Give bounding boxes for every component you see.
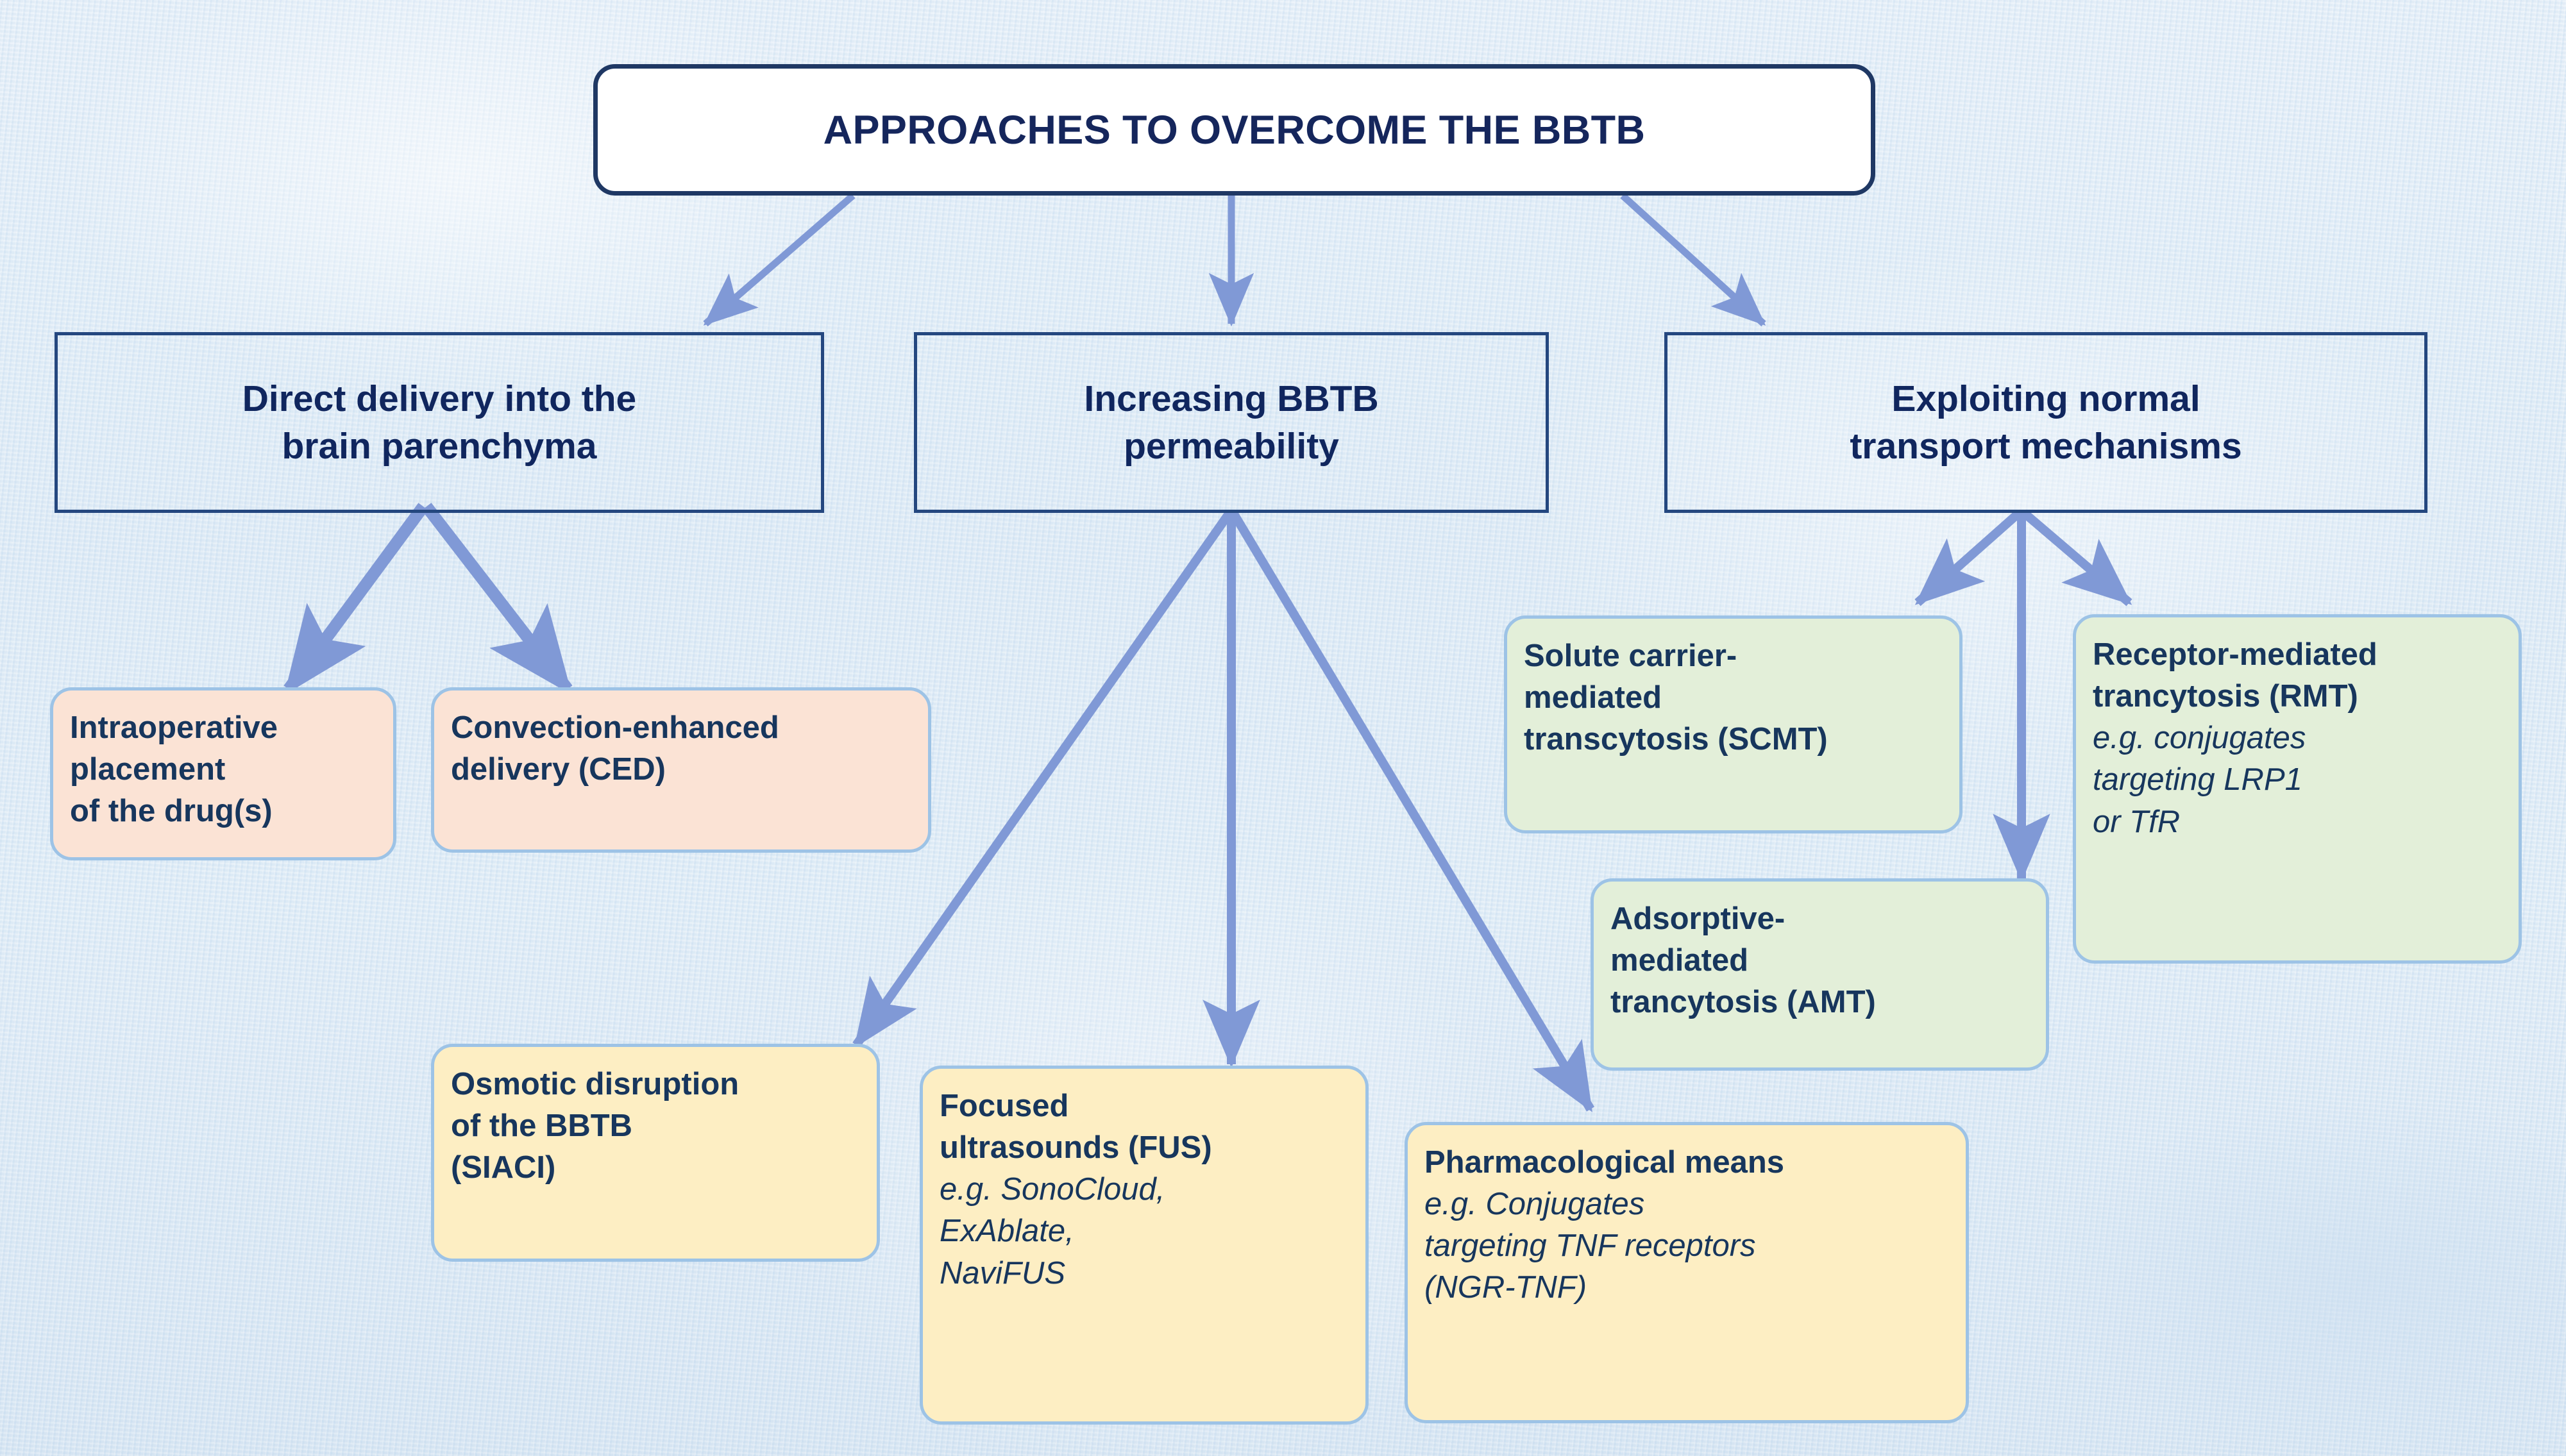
arrow-exploiting-to-scmt	[1914, 509, 2022, 607]
leaf-line: placement	[70, 752, 226, 787]
arrow-exploiting-to-rmt	[2021, 509, 2132, 607]
leaf-convection-enhanced-delivery[interactable]: Convection-enhanced delivery (CED)	[431, 687, 931, 853]
leaf-solute-carrier-mediated-transcytosis[interactable]: Solute carrier- mediated transcytosis (S…	[1504, 615, 1962, 833]
category-label-line: Direct delivery into the	[242, 378, 637, 419]
leaf-scmt-text: Solute carrier- mediated transcytosis (S…	[1524, 635, 1943, 760]
category-exploiting-transport-label: Exploiting normal transport mechanisms	[1850, 375, 2241, 470]
arrow-title-to-direct-delivery	[703, 192, 856, 327]
leaf-line: Convection-enhanced	[451, 710, 779, 745]
leaf-line: Intraoperative	[70, 710, 278, 745]
category-label-line: transport mechanisms	[1850, 426, 2242, 467]
leaf-pharmacological-means-text: Pharmacological means e.g. Conjugates ta…	[1424, 1142, 1949, 1309]
leaf-line: trancytosis (AMT)	[1610, 985, 1876, 1020]
leaf-intraoperative-placement[interactable]: Intraoperative placement of the drug(s)	[50, 687, 396, 860]
leaf-line: delivery (CED)	[451, 752, 666, 787]
leaf-line-italic: e.g. SonoCloud,	[940, 1172, 1165, 1207]
leaf-osmotic-disruption[interactable]: Osmotic disruption of the BBTB (SIACI)	[431, 1044, 880, 1262]
leaf-rmt-text: Receptor-mediated trancytosis (RMT) e.g.…	[2093, 634, 2502, 843]
leaf-convection-enhanced-delivery-text: Convection-enhanced delivery (CED)	[451, 707, 911, 791]
category-exploiting-transport[interactable]: Exploiting normal transport mechanisms	[1664, 332, 2427, 513]
leaf-line: ultrasounds (FUS)	[940, 1130, 1212, 1166]
category-label-line: Increasing BBTB	[1084, 378, 1379, 419]
leaf-intraoperative-placement-text: Intraoperative placement of the drug(s)	[70, 707, 376, 832]
arrow-direct-to-convection	[421, 503, 573, 696]
leaf-line: (SIACI)	[451, 1150, 556, 1185]
leaf-line-italic: or TfR	[2093, 804, 2181, 839]
category-label-line: permeability	[1124, 426, 1339, 467]
leaf-line: Focused	[940, 1089, 1069, 1123]
leaf-line: mediated	[1524, 680, 1662, 715]
leaf-line: Pharmacological means	[1424, 1145, 1785, 1180]
leaf-focused-ultrasounds[interactable]: Focused ultrasounds (FUS) e.g. SonoCloud…	[920, 1066, 1369, 1425]
leaf-line-italic: targeting LRP1	[2093, 762, 2302, 798]
leaf-line-italic: e.g. Conjugates	[1424, 1187, 1645, 1222]
leaf-line: trancytosis (RMT)	[2093, 679, 2358, 714]
leaf-amt-text: Adsorptive- mediated trancytosis (AMT)	[1610, 898, 2029, 1023]
page-title-text: APPROACHES TO OVERCOME THE BBTB	[823, 107, 1646, 153]
arrow-direct-to-intraoperative	[283, 503, 428, 696]
leaf-line: of the BBTB	[451, 1109, 633, 1144]
category-label-line: brain parenchyma	[282, 426, 597, 467]
leaf-line-italic: e.g. conjugates	[2093, 721, 2306, 756]
page-title: APPROACHES TO OVERCOME THE BBTB	[593, 64, 1875, 196]
category-increasing-permeability-label: Increasing BBTB permeability	[1084, 375, 1378, 470]
leaf-line: Osmotic disruption	[451, 1067, 739, 1101]
leaf-pharmacological-means[interactable]: Pharmacological means e.g. Conjugates ta…	[1405, 1122, 1969, 1423]
leaf-adsorptive-mediated-trancytosis[interactable]: Adsorptive- mediated trancytosis (AMT)	[1591, 878, 2049, 1071]
leaf-line-italic: ExAblate,	[940, 1214, 1074, 1249]
leaf-line: Receptor-mediated	[2093, 637, 2377, 672]
leaf-line: mediated	[1610, 943, 1749, 978]
category-increasing-permeability[interactable]: Increasing BBTB permeability	[914, 332, 1549, 513]
leaf-line: Adsorptive-	[1610, 901, 1785, 936]
arrow-title-to-exploiting-transport	[1620, 192, 1766, 327]
leaf-line-italic: NaviFUS	[940, 1255, 1066, 1291]
leaf-receptor-mediated-trancytosis[interactable]: Receptor-mediated trancytosis (RMT) e.g.…	[2073, 614, 2522, 964]
leaf-osmotic-disruption-text: Osmotic disruption of the BBTB (SIACI)	[451, 1064, 860, 1189]
category-direct-delivery-label: Direct delivery into the brain parenchym…	[242, 375, 637, 470]
leaf-line: of the drug(s)	[70, 794, 273, 829]
leaf-line-italic: targeting TNF receptors	[1424, 1228, 1756, 1264]
leaf-focused-ultrasounds-text: Focused ultrasounds (FUS) e.g. SonoCloud…	[940, 1085, 1349, 1294]
leaf-line-italic: (NGR-TNF)	[1424, 1270, 1587, 1305]
leaf-line: transcytosis (SCMT)	[1524, 722, 1828, 757]
category-direct-delivery[interactable]: Direct delivery into the brain parenchym…	[55, 332, 824, 513]
leaf-line: Solute carrier-	[1524, 639, 1737, 673]
category-label-line: Exploiting normal	[1891, 378, 2200, 419]
